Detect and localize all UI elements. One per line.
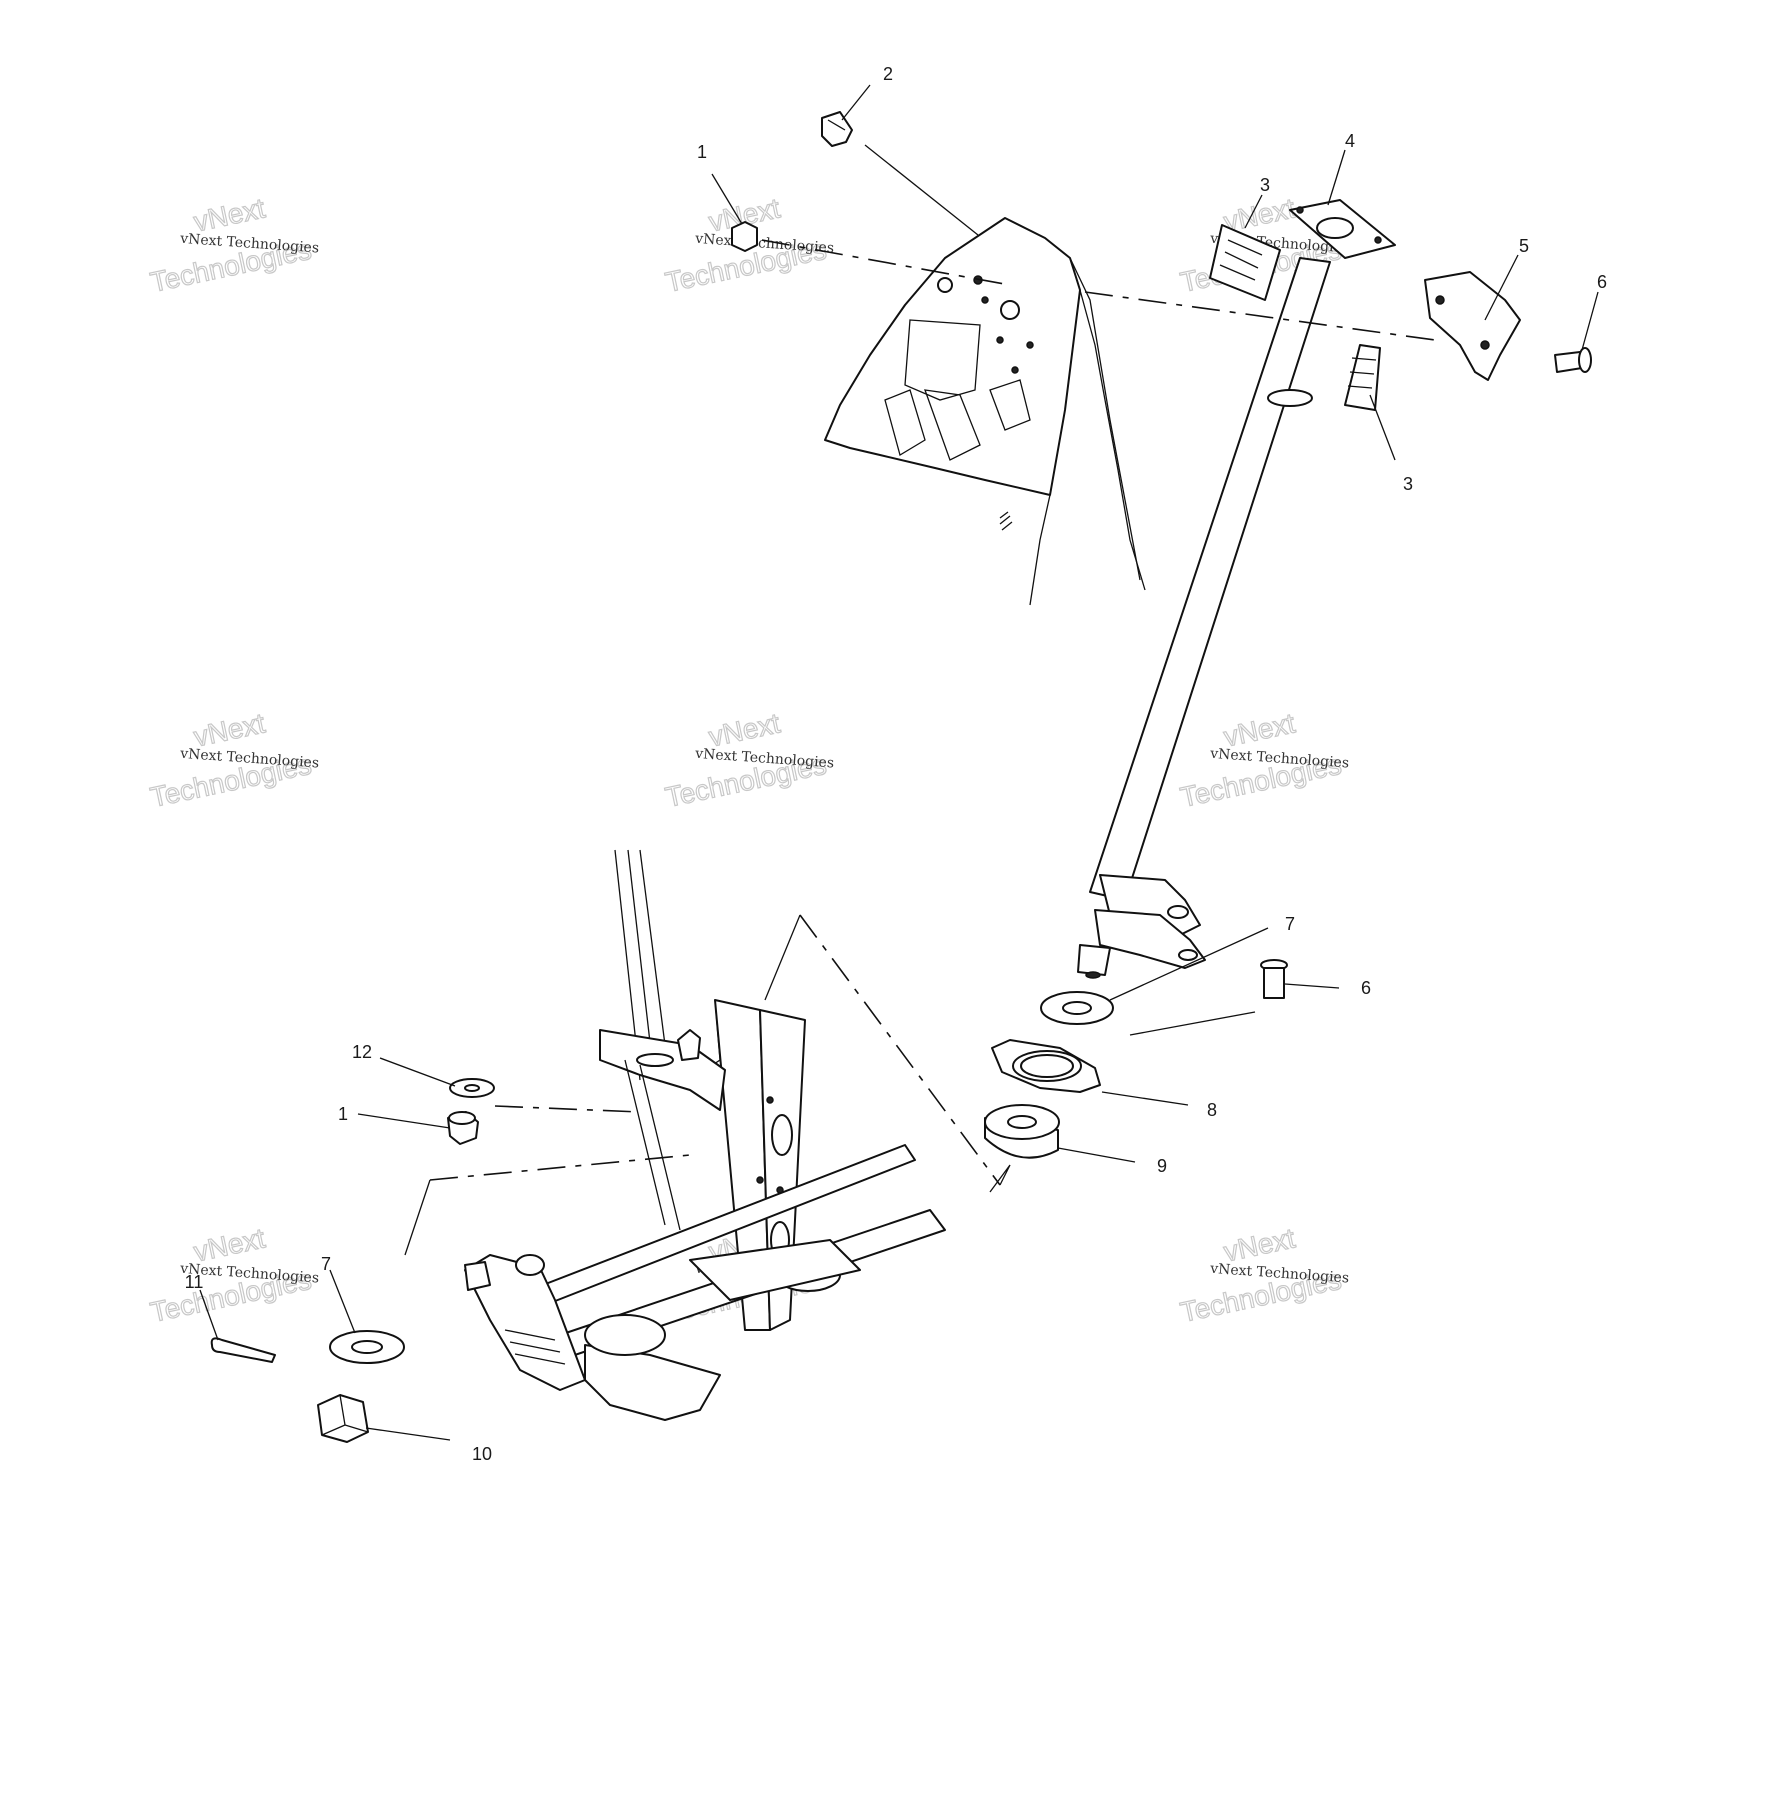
bolt-upper: [1554, 347, 1592, 373]
watermark-line1: vNext: [706, 707, 783, 752]
callout-1-upper: 1: [697, 142, 707, 162]
bolt-lower: [1260, 959, 1288, 999]
bushing-upper: [1209, 224, 1281, 301]
callout-1-lower: 1: [338, 1104, 348, 1124]
callout-3-lower: 3: [1403, 474, 1413, 494]
callout-12: 12: [352, 1042, 372, 1062]
washer-right: [1040, 991, 1114, 1025]
washer-12: [449, 1078, 495, 1098]
roller-bearing: [984, 1104, 1060, 1159]
watermark-line1: vNext: [1221, 707, 1298, 752]
steering-clamp: [1424, 271, 1521, 381]
cotter-pin: [210, 1337, 276, 1363]
castle-nut: [317, 1394, 369, 1443]
callout-5: 5: [1519, 236, 1529, 256]
flange-bearing: [991, 1039, 1101, 1093]
watermark-line1: vNext: [191, 192, 268, 237]
nut-lower: [447, 1111, 479, 1145]
leader-lines: [199, 84, 1599, 1441]
callout-7-right: 7: [1285, 914, 1295, 934]
callout-2: 2: [883, 64, 893, 84]
callout-labels: 1 2 3 4 3 5 6 7 6 8 9 12 1 11 7 10: [185, 64, 1607, 1464]
dash-panel-bracket: [824, 217, 1146, 606]
watermark-line1: vNext: [191, 707, 268, 752]
washer-left: [329, 1330, 405, 1364]
bushing-lower: [1344, 344, 1381, 411]
lower-frame: [464, 849, 946, 1421]
assembly-lines: [404, 239, 1436, 1256]
callout-6-upper: 6: [1597, 272, 1607, 292]
watermark-line1: vNext: [1221, 1222, 1298, 1267]
callout-4: 4: [1345, 131, 1355, 151]
callout-8: 8: [1207, 1100, 1217, 1120]
steering-post: [1077, 199, 1396, 979]
callout-10: 10: [472, 1444, 492, 1464]
nut-upper: [731, 221, 758, 252]
callout-11: 11: [185, 1272, 204, 1292]
callout-3-upper: 3: [1260, 175, 1270, 195]
callout-9: 9: [1157, 1156, 1167, 1176]
watermark-line1: vNext: [191, 1222, 268, 1267]
callout-6-lower: 6: [1361, 978, 1371, 998]
callout-7-left: 7: [321, 1254, 331, 1274]
grease-fitting: [821, 111, 853, 147]
